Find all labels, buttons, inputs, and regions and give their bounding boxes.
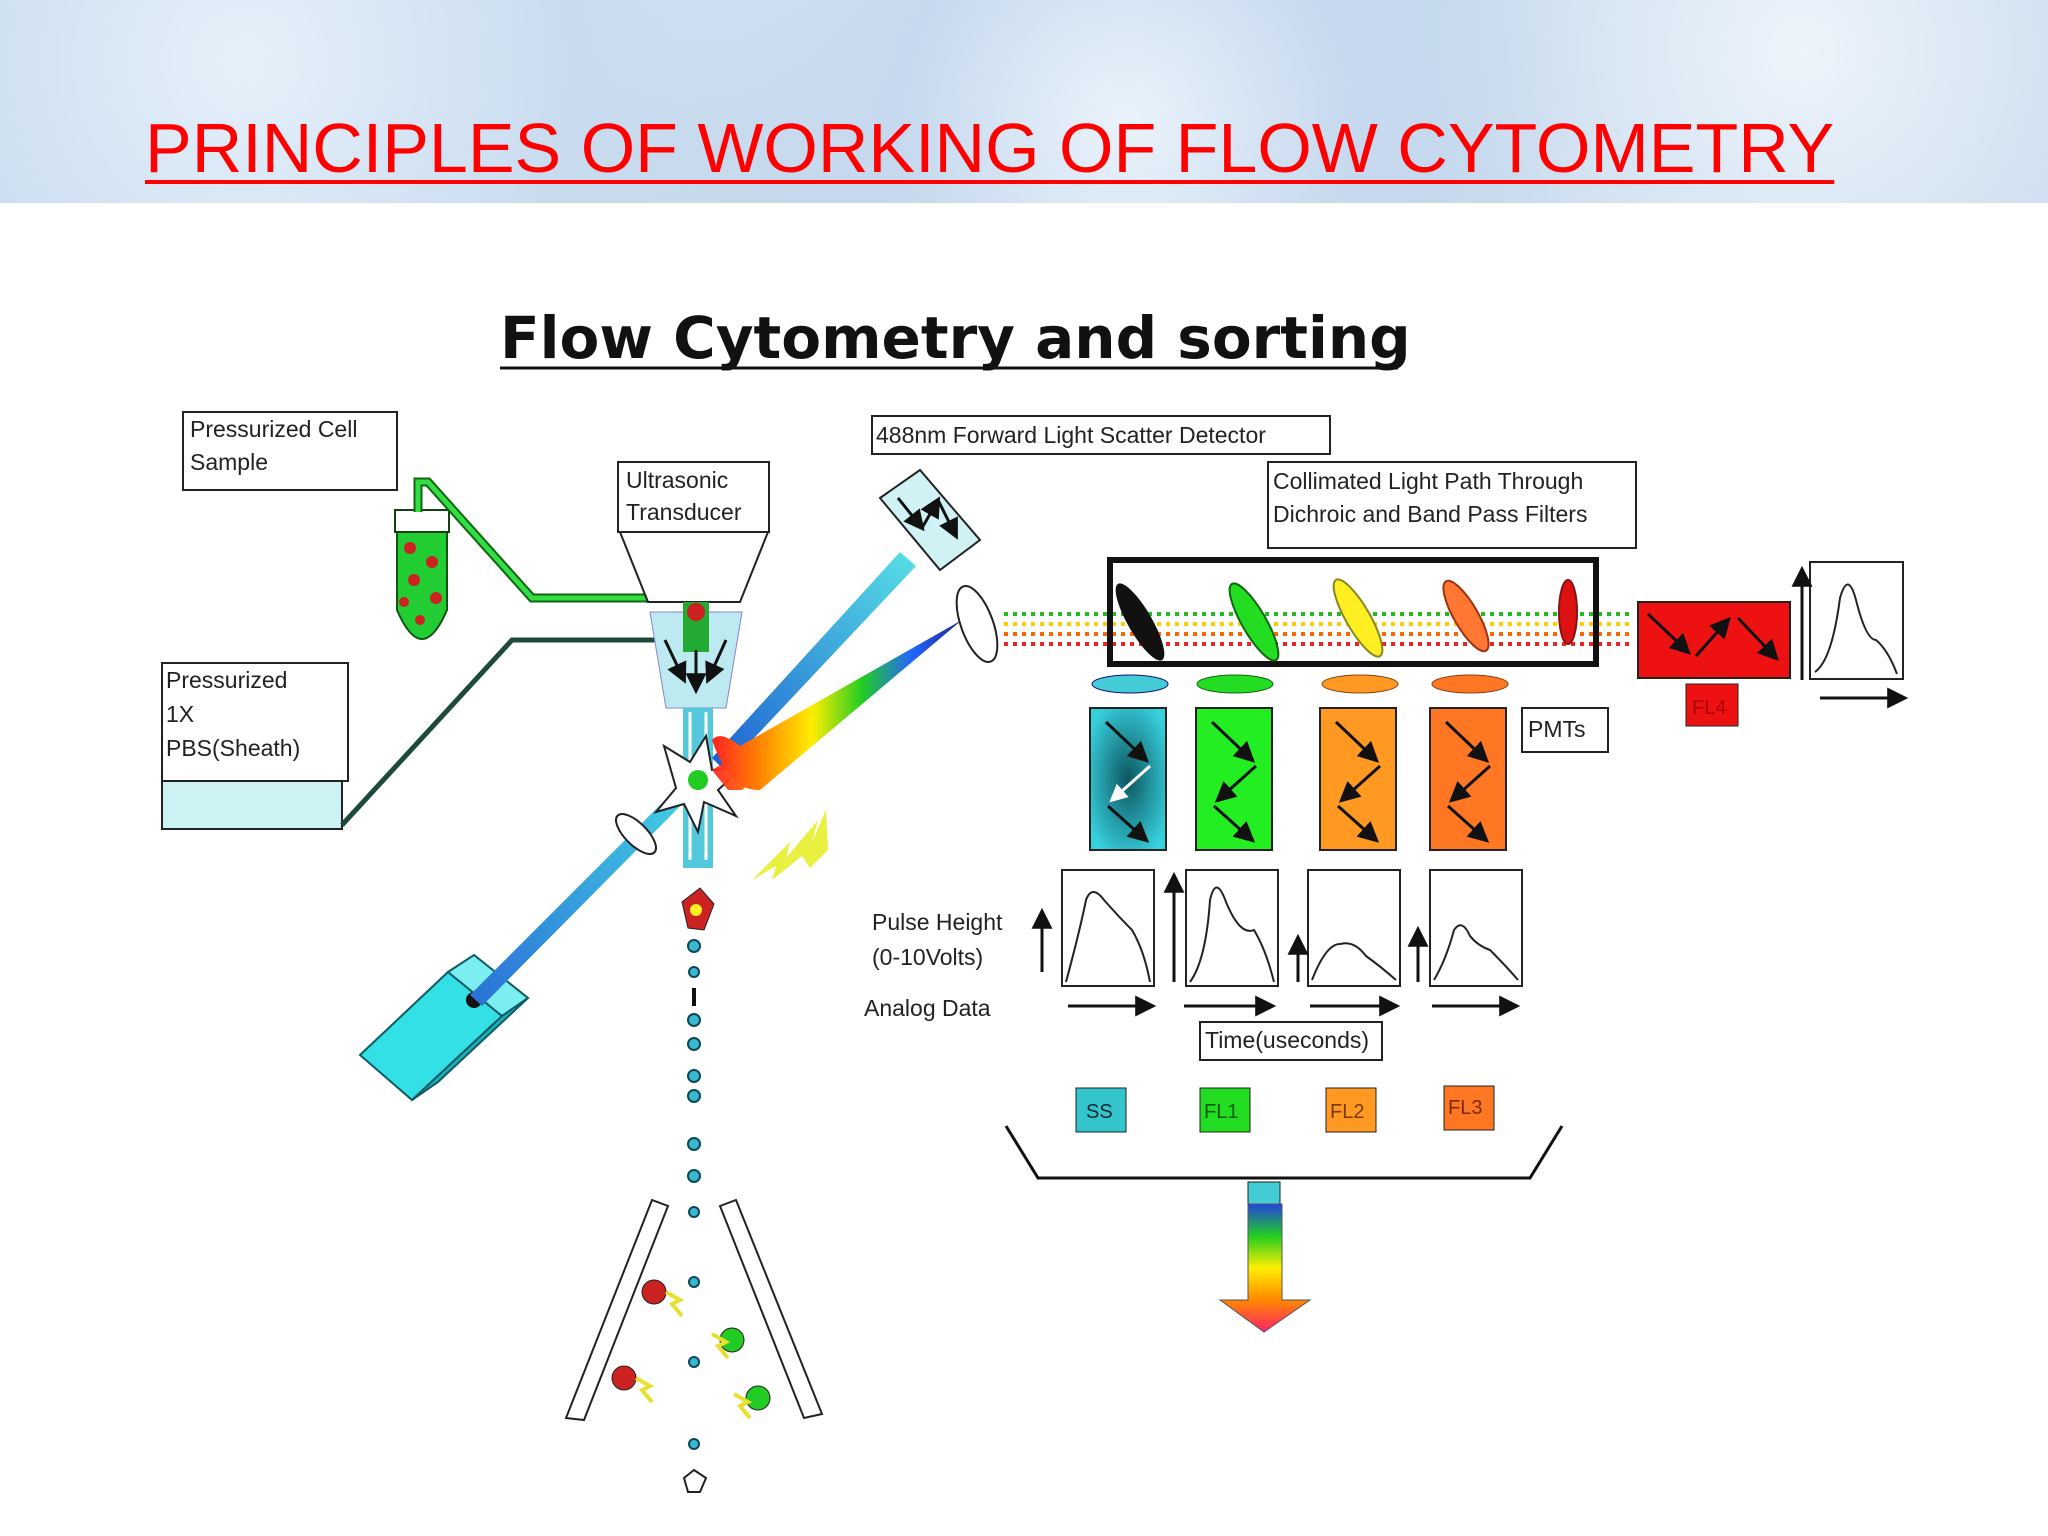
side-scatter-fan: [712, 620, 962, 791]
cell-sample-label-box: [182, 411, 398, 491]
pmts-label-box: [1521, 707, 1609, 753]
fl2-tag: [1325, 1087, 1377, 1133]
data-collection-tray: [1004, 1125, 1564, 1180]
header-background: [0, 0, 2048, 203]
charge-lightning: [752, 810, 828, 880]
fl2-label: FL2: [1330, 1101, 1364, 1123]
dichroic-filter-yellow: [1332, 578, 1384, 658]
forward-scatter-label: 488nm Forward Light Scatter Detector: [876, 422, 1266, 448]
fl4-label: FL4: [1692, 697, 1726, 719]
pmt-fl3: [1429, 707, 1507, 851]
sheath-label-3: PBS(Sheath): [166, 735, 300, 761]
focusing-lens: [615, 813, 657, 855]
collimated-label-2: Dichroic and Band Pass Filters: [1273, 501, 1587, 527]
transducer-label-2: Transducer: [626, 499, 742, 525]
cell-sample-label-2: Sample: [190, 449, 268, 475]
diagram-title: Flow Cytometry and sorting: [500, 304, 1411, 372]
transducer-horn: [618, 531, 770, 603]
ss-label: SS: [1086, 1101, 1113, 1123]
ss-tag: [1075, 1087, 1127, 1133]
analog-data-label: Analog Data: [864, 995, 991, 1021]
pulse-plot-ss: [1031, 869, 1157, 1017]
fl1-tag: [1199, 1087, 1251, 1133]
dichroic-filter-green: [1228, 582, 1280, 662]
pulse-plot-fl3: [1407, 869, 1523, 1017]
collection-lens: [955, 585, 999, 663]
pmt-fl4: [1637, 601, 1791, 679]
collimated-label-box: [1267, 461, 1637, 549]
forward-scatter-label-box: [871, 415, 1331, 455]
transducer-label-box: [617, 461, 770, 533]
filter-housing: [1107, 557, 1599, 667]
sorted-cells: [611, 1279, 771, 1420]
deflection-plate-left: [564, 1198, 670, 1422]
fl1-label: FL1: [1204, 1101, 1238, 1123]
time-label-box: [1199, 1021, 1383, 1061]
pulse-plot-fl1: [1163, 869, 1279, 1017]
sheath-label-1: Pressurized: [166, 667, 287, 693]
pmt-fl2: [1319, 707, 1397, 851]
dichroic-filter-black: [1115, 583, 1165, 661]
pulse-plot-fl2: [1287, 869, 1401, 1017]
collimated-label-1: Collimated Light Path Through: [1273, 468, 1583, 494]
pulse-height-label-2: (0-10Volts): [872, 944, 983, 970]
droplet-stream: [681, 887, 715, 1493]
sheath-reservoir: [161, 780, 343, 830]
dichroic-filter-orange: [1442, 579, 1490, 653]
pmts-label: PMTs: [1528, 716, 1586, 742]
deflection-plate-right: [718, 1198, 824, 1420]
pmt-fl1: [1195, 707, 1273, 851]
slide-title: PRINCIPLES OF WORKING OF FLOW CYTOMETRY: [145, 109, 1835, 187]
fl3-tag: [1443, 1085, 1495, 1131]
forward-scatter-detector: [878, 468, 982, 572]
band-pass-filter-red: [1558, 579, 1578, 645]
time-label: Time(useconds): [1205, 1027, 1369, 1053]
pmt-ss: [1089, 707, 1167, 851]
transducer-label-1: Ultrasonic: [626, 467, 728, 493]
output-arrow: [1218, 1203, 1312, 1333]
cell-sample-label-1: Pressurized Cell: [190, 416, 357, 442]
collimated-light-path: [1004, 612, 1630, 646]
pulse-height-label-1: Pulse Height: [872, 909, 1003, 935]
sample-tube: [394, 509, 450, 640]
fl3-label: FL3: [1448, 1097, 1482, 1119]
sheath-label-2: 1X: [166, 701, 194, 727]
forward-scatter-beam: [712, 552, 916, 770]
fl4-tag: [1685, 683, 1739, 727]
sheath-label-box: [161, 662, 349, 782]
